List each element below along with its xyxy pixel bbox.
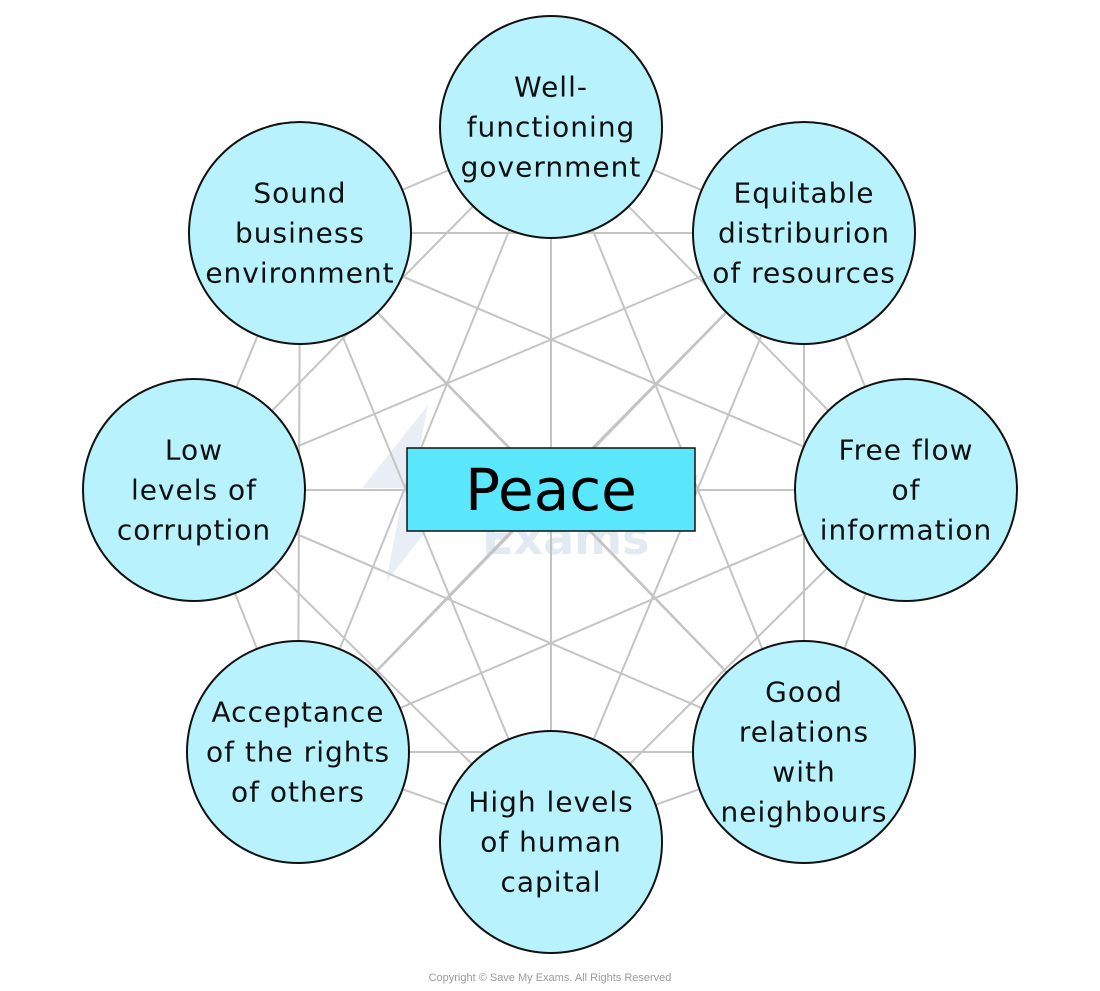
node-label-line: neighbours: [720, 796, 887, 829]
center-box: Peace: [406, 447, 696, 532]
node-circle: [186, 640, 410, 864]
node-equitable-distribution: Equitable distriburion of resources: [692, 121, 916, 345]
node-circle: [82, 378, 306, 602]
node-circle: [692, 640, 916, 864]
node-good-relations: Good relations with neighbours: [692, 640, 916, 864]
node-acceptance-of-rights: Acceptance of the rights of others: [186, 640, 410, 864]
node-label-line: of resources: [712, 257, 896, 290]
node-sound-business: Sound business environment: [188, 121, 412, 345]
node-label-line: Equitable: [734, 177, 875, 210]
node-circle: [794, 378, 1018, 602]
node-label-line: business: [235, 217, 365, 250]
node-well-functioning-government: Well-functioning government: [439, 15, 663, 239]
connection-line: [297, 126, 552, 753]
node-free-flow-of-information: Free flow of information: [794, 378, 1018, 602]
node-label-line: levels of: [131, 474, 257, 507]
center-box-rect: [406, 447, 696, 532]
node-label-line: functioning: [467, 111, 636, 144]
node-label-line: of the rights: [206, 736, 390, 769]
copyright-notice: Copyright © Save My Exams. All Rights Re…: [428, 972, 672, 984]
node-label-line: capital: [500, 866, 601, 899]
node-label-line: with: [772, 756, 835, 789]
node-low-corruption: Low levels of corruption: [82, 378, 306, 602]
node-label-line: Sound: [253, 177, 346, 210]
node-label-line: information: [820, 514, 993, 547]
node-circle: [439, 15, 663, 239]
node-label-line: Free flow: [839, 434, 974, 467]
node-label-line: of: [892, 474, 921, 507]
node-circle: [188, 121, 412, 345]
node-human-capital: High levels of human capital: [439, 730, 663, 954]
node-label-line: High levels: [468, 786, 633, 819]
node-label-line: Well-: [514, 71, 588, 104]
node-label-line: Acceptance: [212, 696, 385, 729]
node-label-line: Low: [165, 434, 223, 467]
node-circle: [439, 730, 663, 954]
node-label-line: of others: [231, 776, 365, 809]
connection-line: [550, 126, 805, 753]
node-label-line: government: [461, 151, 642, 184]
node-circle: [692, 121, 916, 345]
node-label-line: distriburion: [718, 217, 890, 250]
node-label-line: Good: [765, 676, 843, 709]
node-label-line: of human: [480, 826, 622, 859]
node-label-line: relations: [739, 716, 869, 749]
node-label-line: corruption: [117, 514, 271, 547]
center-label: Peace: [465, 456, 637, 524]
node-label-line: environment: [205, 257, 394, 290]
